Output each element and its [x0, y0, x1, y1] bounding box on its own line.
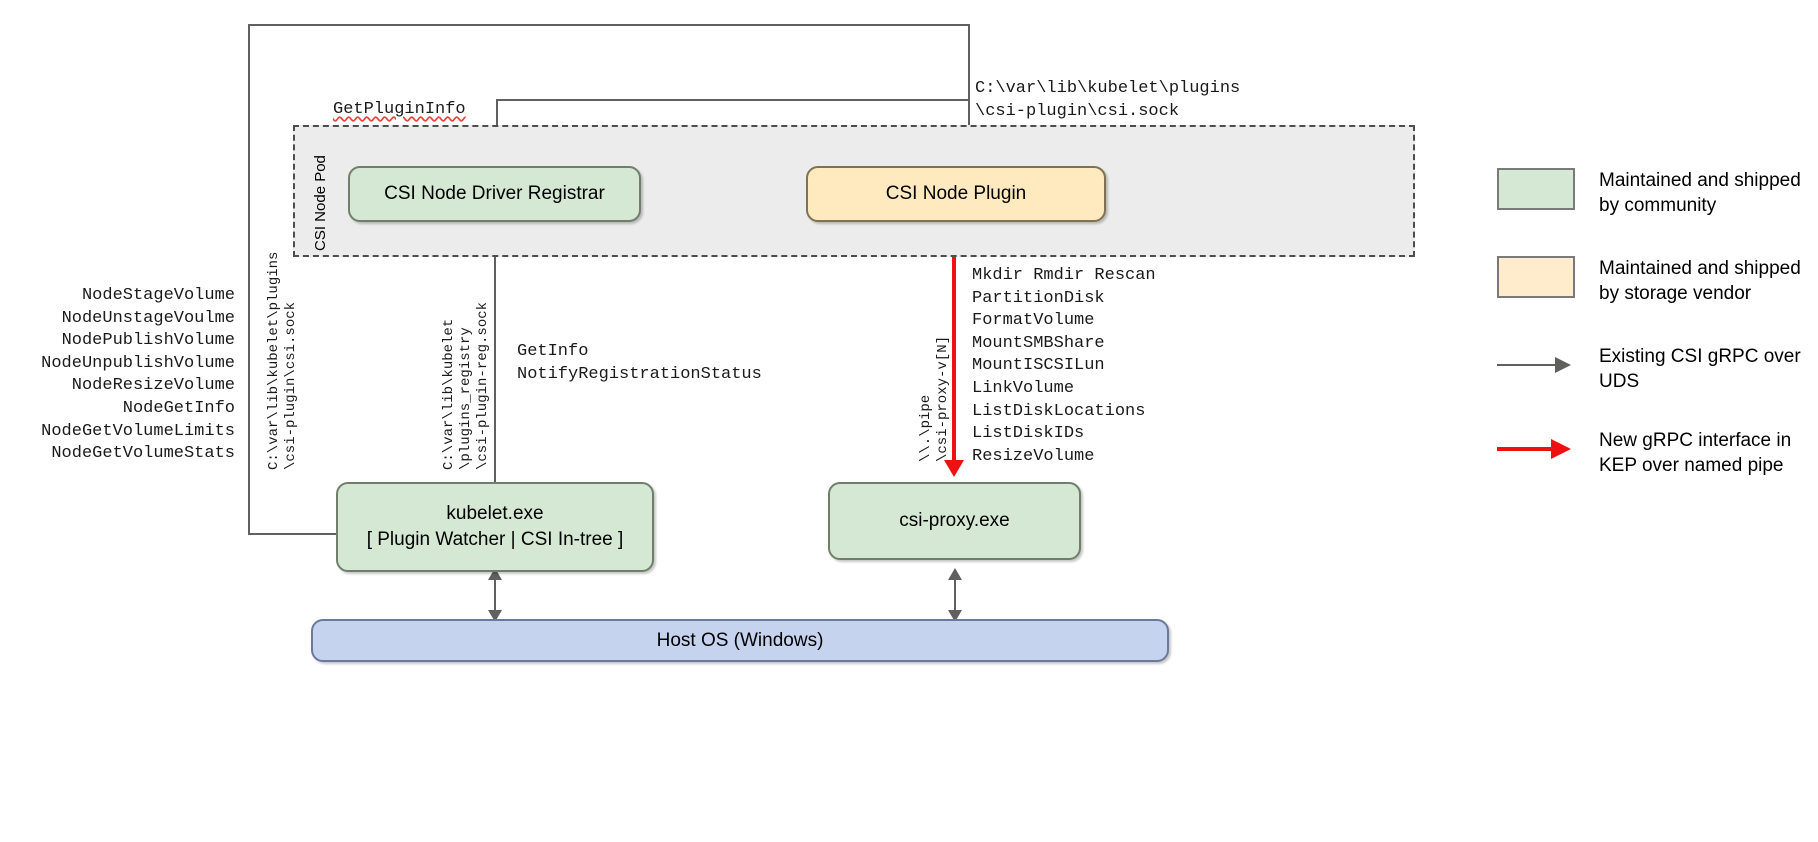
legend-item-community: Maintained and shipped by community — [1497, 168, 1807, 218]
legend-arrow-gray-line — [1497, 364, 1559, 366]
legend: Maintained and shipped by community Main… — [1497, 168, 1807, 478]
node-csi-proxy-exe-label: csi-proxy.exe — [899, 510, 1010, 532]
label-get-plugin-info: GetPluginInfo — [333, 100, 466, 119]
label-plugin-socket-path: C:\var\lib\kubelet\plugins \csi-plugin\c… — [975, 79, 1241, 121]
connector-registrar-kubelet-vertical — [494, 236, 496, 482]
node-host-os-label: Host OS (Windows) — [656, 629, 824, 651]
connector-getplugininfo-rail — [497, 99, 970, 101]
label-csi-sock-path-rotated: C:\var\lib\kubelet\plugins \csi-plugin\c… — [266, 251, 299, 470]
node-kubelet-exe-label: kubelet.exe — [446, 503, 544, 525]
connector-kubelet-left-rail — [248, 24, 250, 535]
connector-proxy-hostos-line — [954, 578, 956, 622]
node-csi-node-driver-registrar[interactable]: CSI Node Driver Registrar — [348, 166, 641, 222]
node-csi-node-plugin-label: CSI Node Plugin — [885, 183, 1027, 205]
connector-kubelet-hostos-line — [494, 578, 496, 622]
legend-item-existing-grpc: Existing CSI gRPC over UDS — [1497, 344, 1807, 394]
legend-arrow-gray-head-icon — [1555, 357, 1571, 373]
connector-red-arrowhead — [944, 460, 964, 477]
legend-arrow-red-head-icon — [1551, 439, 1571, 459]
node-csi-proxy-exe[interactable]: csi-proxy.exe — [828, 482, 1081, 560]
node-kubelet-exe-sublabel: [ Plugin Watcher | CSI In-tree ] — [366, 529, 624, 550]
legend-label-storage-vendor: Maintained and shipped by storage vendor — [1599, 258, 1801, 304]
node-host-os[interactable]: Host OS (Windows) — [311, 619, 1169, 662]
connector-plugin-vertical — [968, 24, 970, 155]
connector-kubelet-top-rail — [248, 24, 970, 26]
legend-label-existing-grpc: Existing CSI gRPC over UDS — [1599, 346, 1801, 392]
connector-kubelet-into-box — [248, 533, 338, 535]
connector-proxy-hostos-arrow-up — [948, 568, 962, 580]
node-csi-node-plugin[interactable]: CSI Node Plugin — [806, 166, 1106, 222]
node-csi-node-driver-registrar-label: CSI Node Driver Registrar — [384, 183, 605, 205]
label-registry-sock-path-rotated: C:\var\lib\kubelet \plugins_registry \cs… — [441, 301, 491, 470]
label-named-pipe-rotated: \\.\pipe \csi-proxy-v[N] — [918, 335, 951, 462]
node-kubelet-exe[interactable]: kubelet.exe [ Plugin Watcher | CSI In-tr… — [336, 482, 654, 572]
label-node-api-calls: NodeStageVolume NodeUnstageVoulme NodePu… — [41, 286, 235, 464]
label-proxy-api-calls: Mkdir Rmdir Rescan PartitionDisk FormatV… — [972, 266, 1156, 466]
legend-arrow-red-line — [1497, 447, 1555, 451]
legend-item-storage-vendor: Maintained and shipped by storage vendor — [1497, 256, 1807, 306]
legend-label-community: Maintained and shipped by community — [1599, 170, 1801, 216]
legend-swatch-yellow — [1497, 256, 1575, 298]
legend-label-new-grpc: New gRPC interface in KEP over named pip… — [1599, 430, 1792, 476]
legend-item-new-grpc: New gRPC interface in KEP over named pip… — [1497, 428, 1807, 478]
legend-swatch-green — [1497, 168, 1575, 210]
connector-red-grpc-line — [952, 222, 956, 464]
label-registration-calls: GetInfo NotifyRegistrationStatus — [517, 342, 762, 384]
csi-node-pod-label: CSI Node Pod — [312, 155, 329, 251]
legend-arrow-gray — [1497, 344, 1575, 386]
legend-arrow-red — [1497, 428, 1575, 470]
